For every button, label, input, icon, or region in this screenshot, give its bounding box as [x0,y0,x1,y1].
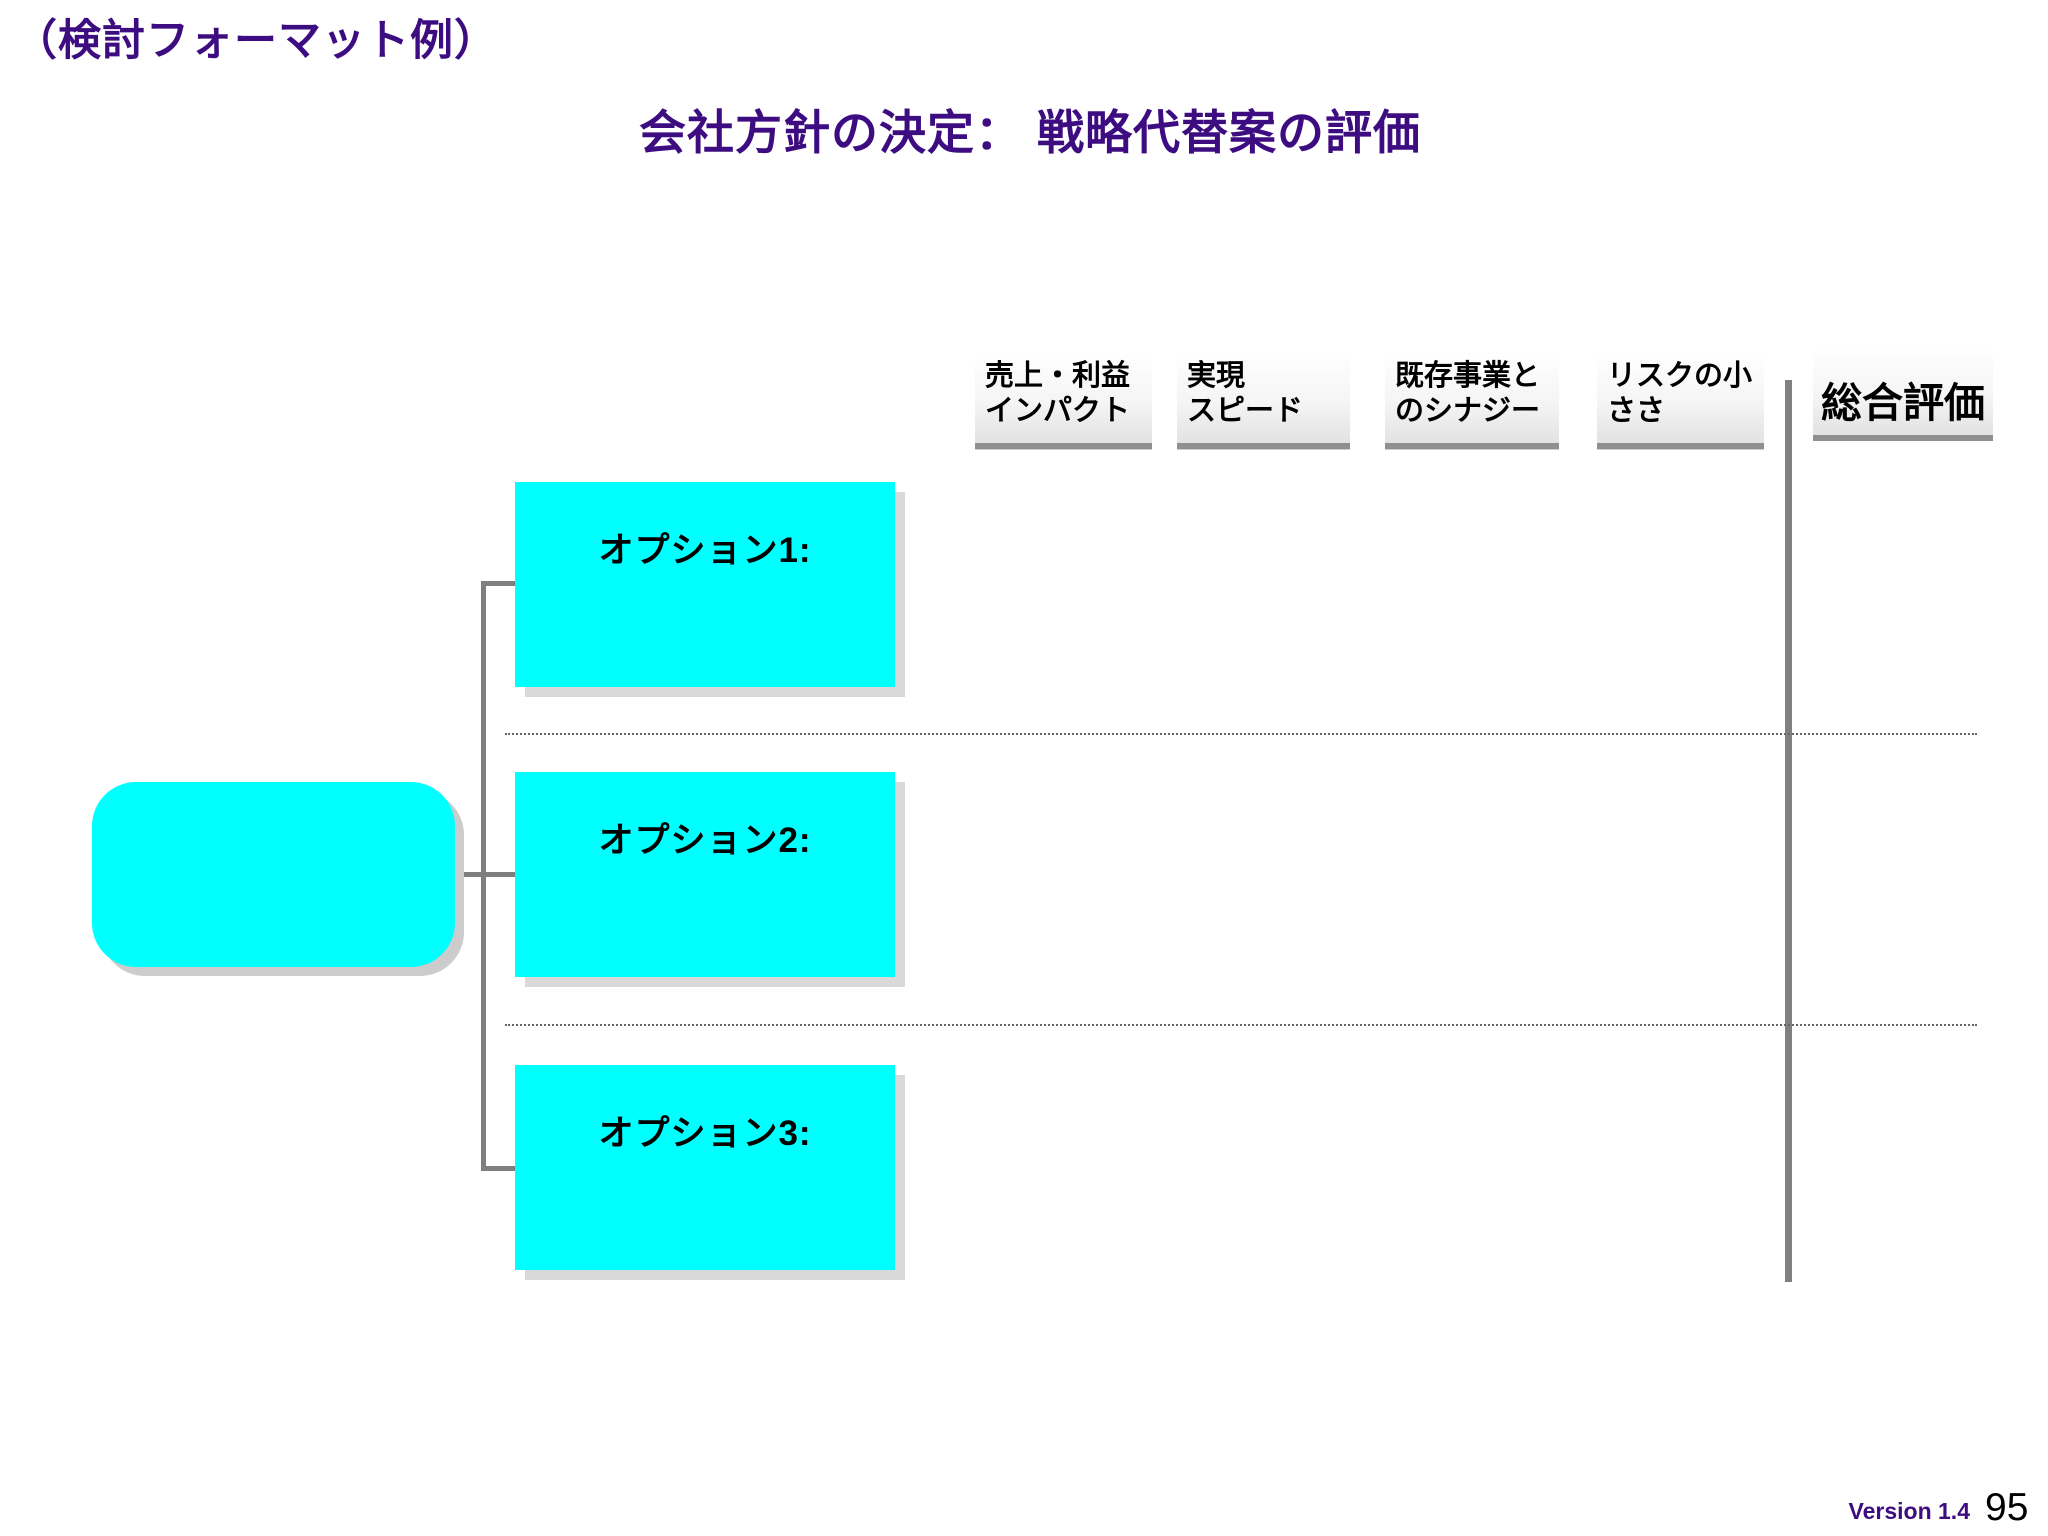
column-header-synergy-with-existing-business: 既存事業と のシナジー [1385,351,1559,449]
option-box-1: オプション1: [515,482,895,687]
option-box-3: オプション3: [515,1065,895,1270]
option-3-label: オプション3: [598,1114,812,1153]
overall-column-separator-line [1785,380,1792,1282]
connector-branch-option2 [455,872,515,877]
option-2-label: オプション2: [598,821,812,860]
footer-version-label: Version 1.4 [1848,1498,1970,1524]
row-divider-1 [505,733,1977,735]
column-header-overall-evaluation: 総合評価 [1813,348,1993,441]
connector-branch-option1 [481,581,515,586]
column-header-sales-profit-impact: 売上・利益 インパクト [975,351,1152,449]
column-header-speed-of-realization: 実現 スピード [1177,351,1350,449]
corner-label: （検討フォーマット例） [14,17,498,65]
page-title: 会社方針の決定： 戦略代替案の評価 [638,106,1422,159]
option-box-2: オプション2: [515,772,895,977]
connector-branch-option3 [481,1166,515,1171]
row-divider-2 [505,1024,1977,1026]
option-1-label: オプション1: [598,531,812,570]
footer-page-number: 95 [1985,1486,2029,1529]
root-node-box [92,782,455,967]
column-header-low-risk: リスクの小 ささ [1597,351,1764,449]
